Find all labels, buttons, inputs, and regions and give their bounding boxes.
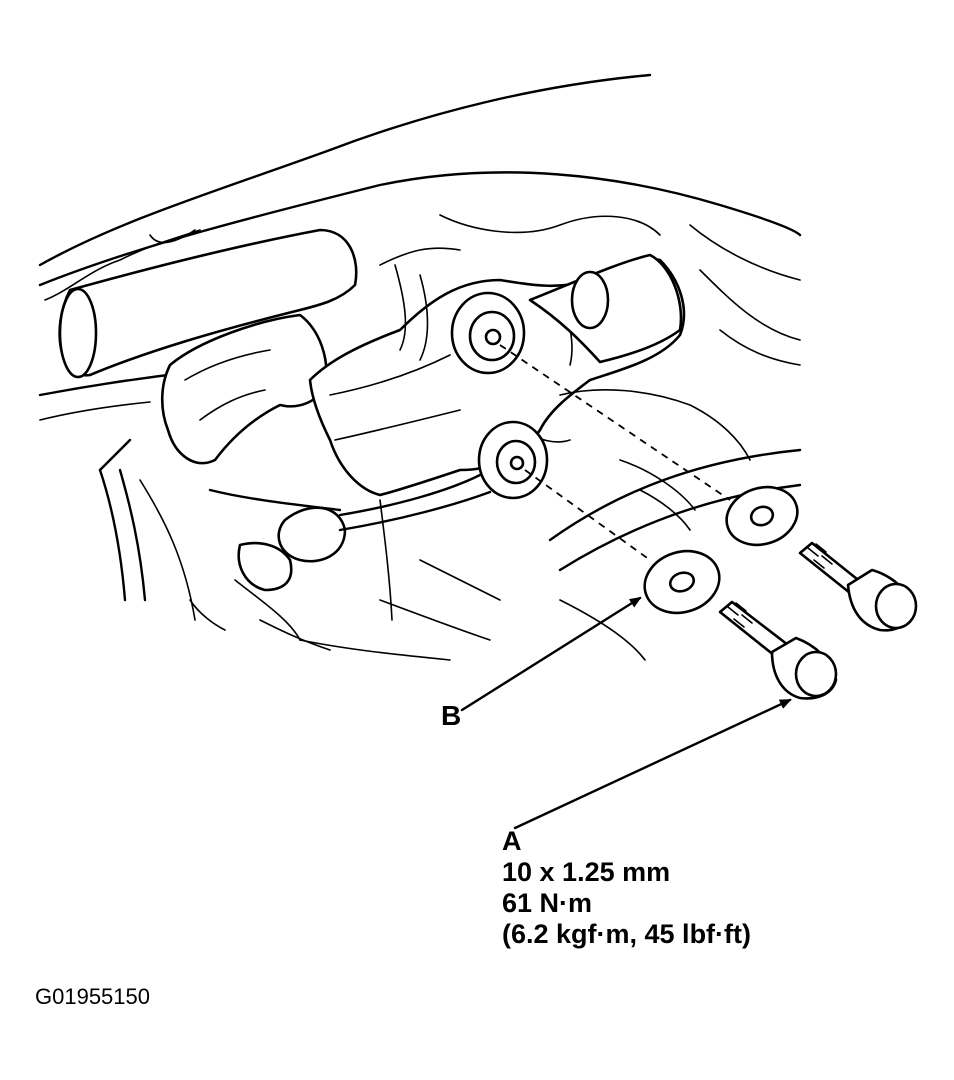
bolt-right [798, 541, 918, 632]
leader-arrow-b [460, 596, 642, 712]
mount-sleeve [528, 253, 683, 364]
figure-id: G01955150 [35, 984, 150, 1009]
left-bracket [160, 313, 328, 465]
torque-alt-units-text: (6.2 kgf·m, 45 lbf·ft) [502, 919, 752, 949]
upper-bolt-hole [450, 291, 526, 375]
lower-left-hardware [98, 438, 347, 651]
washer-right [725, 485, 799, 547]
coolant-hose [58, 228, 358, 379]
callout-label-b: B [441, 700, 462, 731]
engine-body-outline [38, 73, 802, 421]
bolt-size-text: 10 x 1.25 mm [502, 857, 671, 887]
torque-nm-text: 61 N·m [502, 888, 593, 918]
washer-left [643, 549, 721, 615]
lower-bolt-hole [477, 420, 549, 500]
torque-rod [338, 473, 492, 532]
callout-label-a: A [502, 826, 522, 856]
callout-a-spec: A 10 x 1.25 mm 61 N·m (6.2 kgf·m, 45 lbf… [502, 826, 751, 950]
leader-arrow-a [513, 698, 792, 830]
bolt-left [718, 600, 838, 700]
